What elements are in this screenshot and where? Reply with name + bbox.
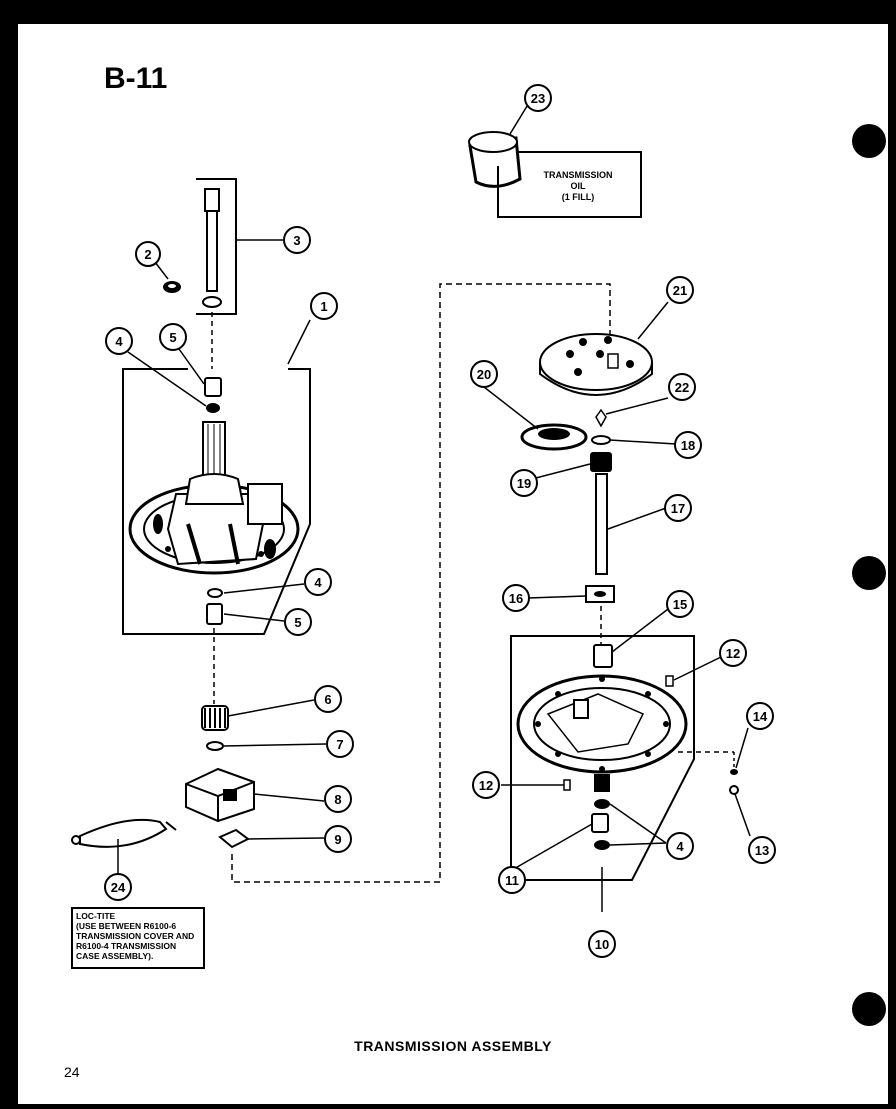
callout-label: 6 <box>324 692 331 707</box>
loctite-note-box <box>71 907 205 969</box>
callout-24 <box>104 873 132 901</box>
shaft-part-3 <box>202 188 222 308</box>
callout-14 <box>746 702 774 730</box>
callout-label: 20 <box>477 367 491 382</box>
callout-label: 4 <box>115 334 123 349</box>
callout-12 <box>719 639 747 667</box>
callout-1 <box>310 292 338 320</box>
callout-19 <box>510 469 538 497</box>
diagram-page: B-11 <box>18 24 888 1104</box>
transmission-cover <box>516 674 688 774</box>
callout-label: 15 <box>673 597 687 612</box>
callout-label: 19 <box>517 476 531 491</box>
callout-label: OIL <box>571 181 587 191</box>
callout-15 <box>666 590 694 618</box>
callout-7 <box>326 730 354 758</box>
callout-22 <box>668 373 696 401</box>
part-9 <box>218 828 250 849</box>
callout-label: 4 <box>676 839 684 854</box>
callout-12b <box>472 771 500 799</box>
callout-18 <box>674 431 702 459</box>
callout-11 <box>498 866 526 894</box>
callout-label: 14 <box>753 709 768 724</box>
callout-23 <box>524 84 552 112</box>
callout-20 <box>470 360 498 388</box>
part-17-shaft <box>595 473 608 575</box>
callout-6 <box>314 685 342 713</box>
callout-4 <box>105 327 133 355</box>
callout-label: 16 <box>509 591 523 606</box>
callout-5 <box>159 323 187 351</box>
callout-3 <box>283 226 311 254</box>
callout-label: LOC-TITE <box>76 911 116 921</box>
part-8-block <box>185 767 255 823</box>
callout-4b <box>304 568 332 596</box>
callout-label: (1 FILL) <box>562 192 595 202</box>
callout-label: 3 <box>293 233 300 248</box>
callout-label: 13 <box>755 843 769 858</box>
callout-5b <box>284 608 312 636</box>
callout-21 <box>666 276 694 304</box>
callout-10 <box>588 930 616 958</box>
callout-label: 12 <box>726 646 740 661</box>
callout-label: 24 <box>111 880 126 895</box>
callout-label: (USE BETWEEN R6100-6 <box>76 921 176 931</box>
part-20-gear <box>520 423 588 451</box>
part-24-tube <box>71 818 177 874</box>
exploded-parts-diagram: 1 2 3 4 5 4 5 6 7 8 9 24 23 21 20 22 18 … <box>71 84 776 969</box>
part-6-gear <box>201 705 229 731</box>
diagram-title: TRANSMISSION ASSEMBLY <box>354 1038 552 1054</box>
binder-hole-bottom <box>852 992 886 1026</box>
part-23-oil-bottle <box>468 131 522 188</box>
callout-9 <box>324 825 352 853</box>
part-21-disc <box>539 333 653 396</box>
callout-label: 5 <box>294 615 301 630</box>
callout-label: R6100-4 TRANSMISSION <box>76 941 176 951</box>
callout-label: 9 <box>334 832 341 847</box>
callout-label: TRANSMISSION COVER AND <box>76 931 194 941</box>
callout-label: 21 <box>673 283 687 298</box>
callout-label: 22 <box>675 380 689 395</box>
part-10-box <box>510 635 695 881</box>
oil-label: TRANSMISSION OIL (1 FILL) <box>543 170 612 202</box>
callout-label: 23 <box>531 91 545 106</box>
connector-dashed <box>231 283 611 883</box>
callout-8 <box>324 785 352 813</box>
callout-2 <box>135 241 161 267</box>
callout-label: 5 <box>169 330 176 345</box>
callout-label: TRANSMISSION <box>543 170 612 180</box>
callout-label: CASE ASSEMBLY). <box>76 951 153 961</box>
part-19-pinion <box>590 452 612 472</box>
page-number: 24 <box>64 1064 80 1080</box>
callout-label: 17 <box>671 501 685 516</box>
page-label: B-11 <box>104 62 168 95</box>
part-3-bracket <box>196 178 237 315</box>
callout-label: 11 <box>505 873 519 888</box>
binder-hole-middle <box>852 556 886 590</box>
part-1-box <box>122 368 311 635</box>
callout-group <box>104 84 776 958</box>
callout-label: 7 <box>336 737 343 752</box>
transmission-case <box>128 421 300 575</box>
loctite-note: LOC-TITE (USE BETWEEN R6100-6 TRANSMISSI… <box>76 911 194 961</box>
callout-label: 4 <box>314 575 322 590</box>
callout-label: 1 <box>320 299 327 314</box>
callout-label: 10 <box>595 937 609 952</box>
binder-hole-top <box>852 124 886 158</box>
callout-16 <box>502 584 530 612</box>
callout-label: 8 <box>334 792 341 807</box>
callout-13 <box>748 836 776 864</box>
oil-label-box <box>497 151 642 218</box>
callout-label: 12 <box>479 778 493 793</box>
callout-label: 18 <box>681 438 695 453</box>
callout-label: 2 <box>144 247 151 262</box>
callout-17 <box>664 494 692 522</box>
callout-4c <box>666 832 694 860</box>
